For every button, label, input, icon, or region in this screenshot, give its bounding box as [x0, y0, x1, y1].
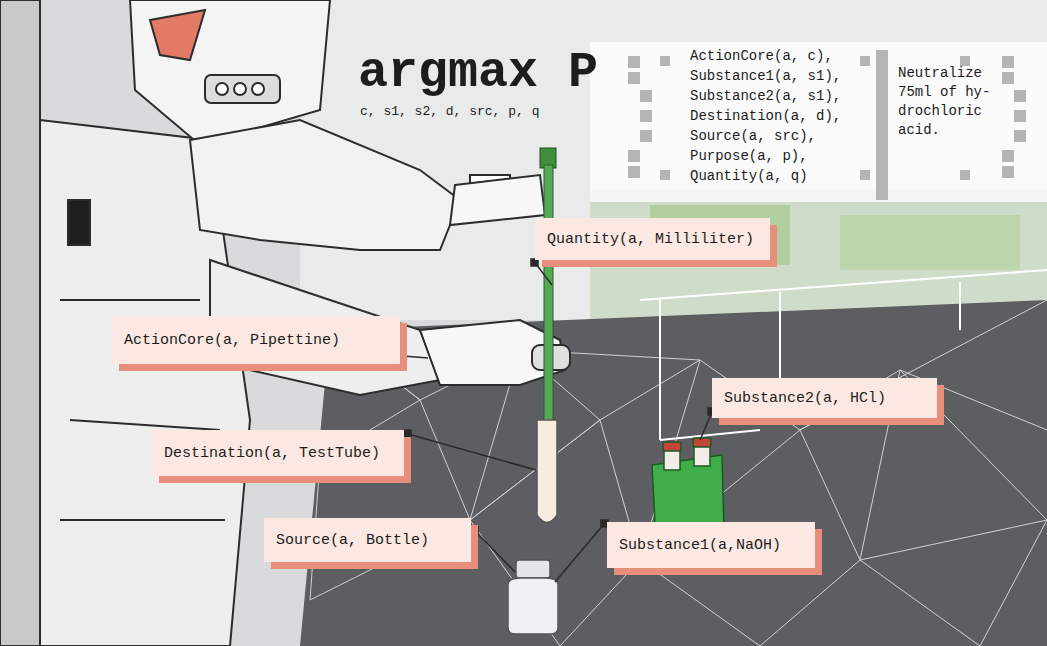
formula-text: ActionCore(a, c),: [690, 48, 833, 64]
callout-box: Substance2(a, HCl): [712, 378, 937, 418]
callout-box: ActionCore(a, Pipettine): [112, 316, 400, 364]
callout-box: Destination(a, TestTube): [152, 430, 404, 476]
callout-text: Substance2(a, HCl): [724, 390, 886, 407]
formula-text: Purpose(a, p),: [690, 148, 808, 164]
callout-text: Source(a, Bottle): [276, 532, 429, 549]
instruction-text: Neutralize 75ml of hy- drochloric acid.: [898, 64, 998, 140]
formula-text: Substance1(a, s1),: [690, 68, 841, 84]
callout-box: Quantity(a, Milliliter): [535, 218, 770, 260]
callout-box: Source(a, Bottle): [264, 518, 471, 562]
callout-text: Destination(a, TestTube): [164, 445, 380, 462]
callout-text: Substance1(a,NaOH): [619, 537, 781, 554]
formula-panel: [590, 42, 1047, 202]
formula-text: Substance2(a, s1),: [690, 88, 841, 104]
formula-text: Quantity(a, q): [690, 168, 808, 184]
bracket: [628, 50, 1026, 200]
formula-text: c, s1, s2, d, src, p, q: [360, 104, 539, 119]
pipette: [540, 148, 556, 465]
window-green: [840, 215, 1020, 270]
formula-title: argmax P: [358, 44, 598, 101]
callout-text: ActionCore(a, Pipettine): [124, 332, 340, 349]
bottle: [508, 560, 558, 634]
callout-box: Substance1(a,NaOH): [607, 522, 815, 568]
formula-text: Destination(a, d),: [690, 108, 841, 124]
cabinet-outline: [640, 270, 1047, 440]
callout-text: Quantity(a, Milliliter): [547, 231, 754, 248]
formula-text: Source(a, src),: [690, 128, 816, 144]
test-tube: [537, 420, 557, 523]
